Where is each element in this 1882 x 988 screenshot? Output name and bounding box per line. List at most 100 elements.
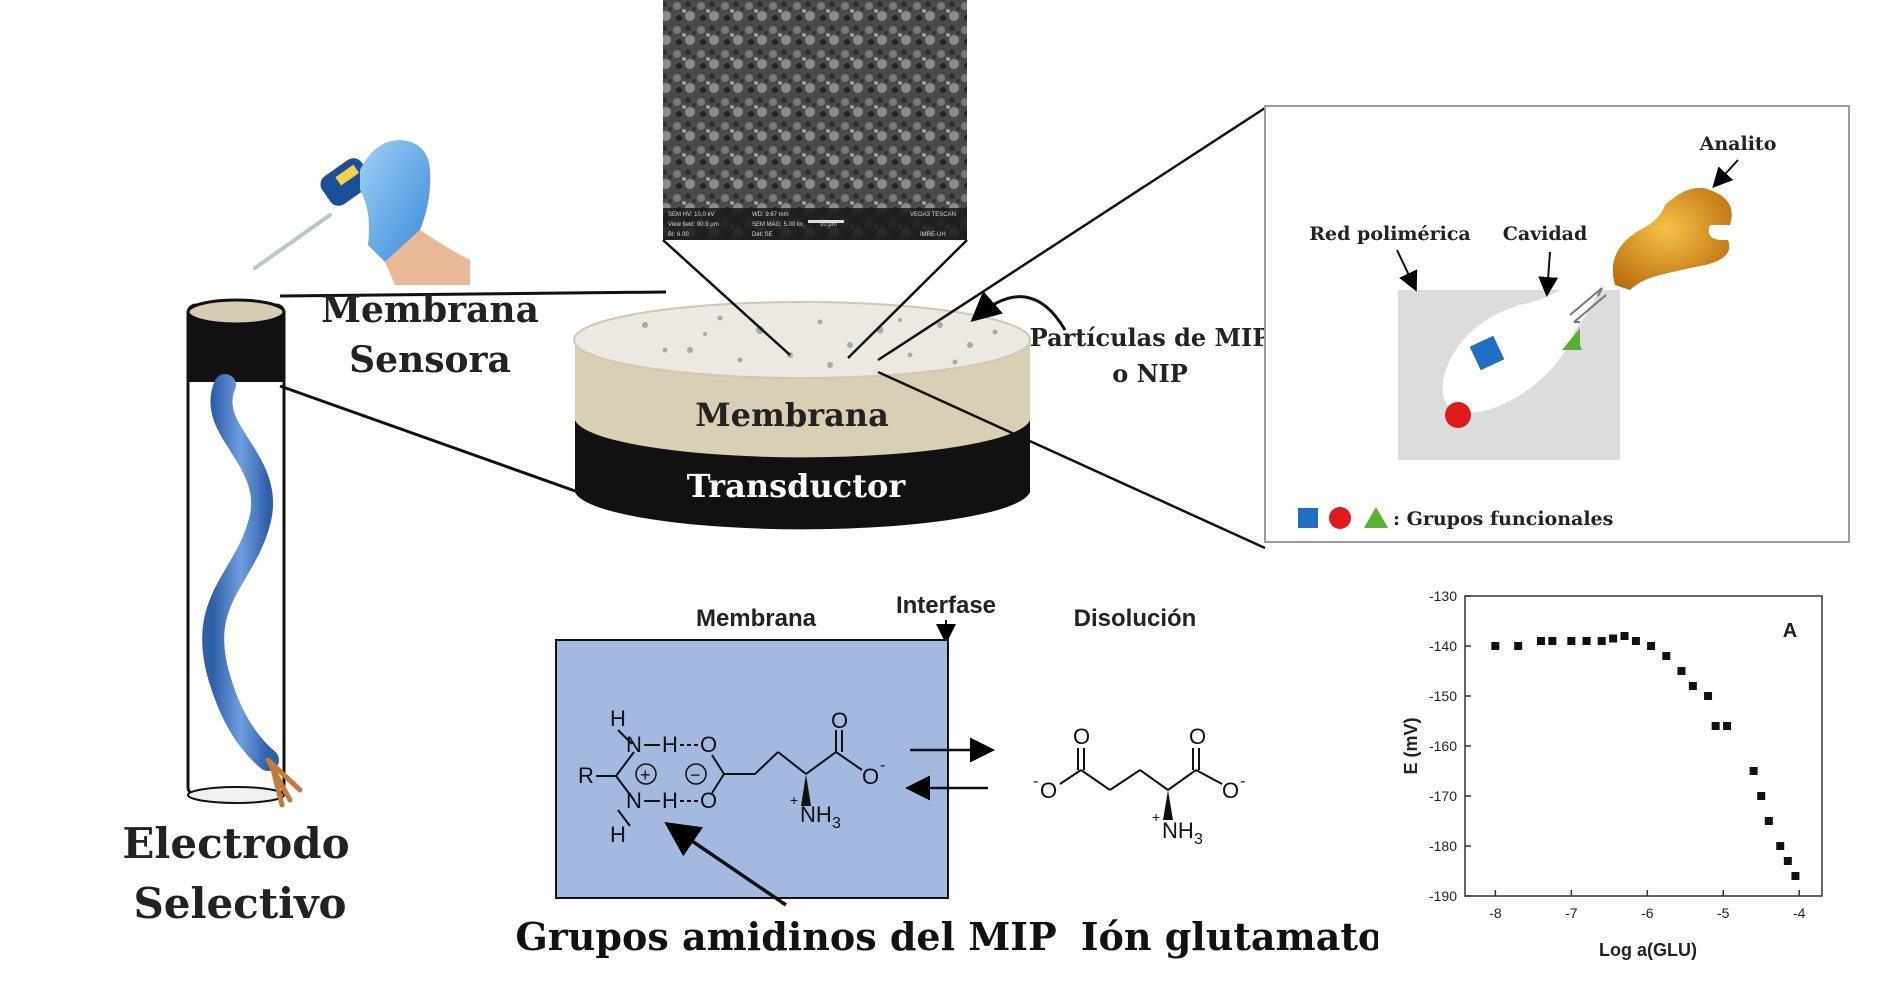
data-point [1783, 857, 1792, 865]
glu-plus: + [1152, 809, 1160, 825]
data-point [1582, 637, 1591, 645]
chem-O-carbonyl: O [831, 708, 848, 733]
equilibrium-arrows [1569, 287, 1607, 323]
interface-interphase-label: Interfase [896, 592, 996, 619]
glu-O-left-minus: O [1040, 778, 1057, 803]
chem-H-top: H [610, 706, 626, 731]
chart-ylabel: E (mV) [1401, 717, 1421, 774]
chem-H-mid-bottom: H [662, 788, 678, 813]
interface-solution-label: Disolución [1074, 605, 1197, 632]
interface-membrane-label: Membrana [696, 605, 817, 632]
y-tick-label: -160 [1429, 738, 1457, 754]
chem-NH3-plus: + [790, 792, 798, 808]
legend-square-icon [1298, 508, 1318, 528]
functional-group-square [1469, 335, 1505, 371]
disk-transducer-label: Transductor [687, 467, 907, 505]
sem-info-1b: WD: 9.67 mm [752, 212, 789, 218]
data-point [1631, 637, 1640, 645]
membrane-sensor-line1: Membrana [321, 289, 539, 331]
data-point [1536, 637, 1545, 645]
chart-xlabel: Log a(GLU) [1599, 940, 1697, 960]
data-point [1764, 817, 1773, 825]
sem-info-3a: BI: 6.00 [668, 232, 689, 238]
chem-O-top: O [700, 732, 717, 757]
membrane-box [555, 639, 949, 899]
calibration-chart: -130-140-150-160-170-180-190-8-7-6-5-4 A… [1378, 550, 1882, 988]
electrode-label-line1: Electrodo [122, 819, 349, 868]
sem-info-3b: Det: SE [752, 232, 773, 238]
sem-info-2c: 10 µm [820, 222, 837, 228]
sem-info-1c: VEGA3 TESCAN [910, 212, 956, 218]
legend-circle-icon [1329, 507, 1351, 529]
data-point [1597, 637, 1606, 645]
data-point [1791, 872, 1800, 880]
x-tick-label: -8 [1489, 905, 1502, 921]
data-point [1620, 632, 1629, 640]
cable-icon [202, 374, 279, 771]
data-point [1548, 637, 1557, 645]
chem-R: R [578, 763, 594, 788]
particles-label-line1: Partículas de MIP [1030, 323, 1271, 352]
y-tick-label: -180 [1429, 838, 1457, 854]
chem-superminus: - [880, 757, 885, 774]
glu-O-right-top: O [1189, 724, 1206, 749]
functional-group-triangle [1562, 328, 1582, 350]
sem-info-1a: SEM HV: 10.0 kV [668, 212, 714, 218]
sem-info-3c: IMRE-UH [920, 232, 946, 238]
pipette-icon [253, 140, 470, 285]
cavity-label: Cavidad [1503, 223, 1588, 245]
data-point [1757, 792, 1766, 800]
chem-O-bottom: O [700, 788, 717, 813]
x-tick-label: -6 [1641, 905, 1654, 921]
sem-info-2a: View field: 90.9 µm [668, 222, 719, 228]
chem-NH3: NH [800, 802, 832, 827]
chem-plus: + [640, 765, 651, 785]
data-point [1491, 642, 1500, 650]
data-point [1567, 637, 1576, 645]
analyte-label: Analito [1699, 133, 1777, 155]
chem-H-bottom: H [610, 822, 626, 847]
membrane-sensor-line2: Sensora [349, 339, 511, 381]
x-tick-label: -4 [1793, 905, 1806, 921]
x-tick-label: -5 [1717, 905, 1730, 921]
data-point [1688, 682, 1697, 690]
y-tick-label: -170 [1429, 788, 1457, 804]
data-point [1711, 722, 1720, 730]
functional-groups-label: : Grupos funcionales [1393, 508, 1613, 530]
y-tick-label: -130 [1429, 588, 1457, 604]
data-point [1749, 767, 1758, 775]
analyte-icon [1612, 187, 1732, 290]
data-point [1514, 642, 1523, 650]
chart-ticks: -130-140-150-160-170-180-190-8-7-6-5-4 [1429, 588, 1806, 921]
data-point [1647, 642, 1656, 650]
data-point [1776, 842, 1785, 850]
disk-membrane-label: Membrana [695, 396, 889, 434]
chem-H-mid-top: H [662, 732, 678, 757]
y-tick-label: -150 [1429, 688, 1457, 704]
data-point [1662, 652, 1671, 660]
electrode-tube [186, 298, 303, 808]
chem-NH3-sub: 3 [832, 815, 841, 832]
glu-minus-right: - [1240, 773, 1245, 790]
chem-O-minus: O [862, 764, 879, 789]
functional-group-circle [1445, 402, 1471, 428]
data-point [1677, 667, 1686, 675]
sem-image: SEM HV: 10.0 kV WD: 9.67 mm VEGA3 TESCAN… [663, 0, 967, 240]
chart-panel-label: A [1783, 620, 1797, 642]
particles-label-line2: o NIP [1112, 359, 1188, 388]
sensor-disk: Membrana Transductor [573, 301, 1031, 530]
chart-points [1491, 632, 1800, 880]
data-point [1704, 692, 1713, 700]
x-tick-label: -7 [1565, 905, 1578, 921]
mip-panel: Analito Red polimérica Cavidad : Grupos … [1264, 105, 1850, 543]
glutamate-label: Ión glutamato [1081, 914, 1384, 959]
data-point [1723, 722, 1732, 730]
glu-NH3: NH [1162, 818, 1194, 843]
y-tick-label: -190 [1429, 888, 1457, 904]
glu-NH3-sub: 3 [1194, 831, 1203, 848]
legend-triangle-icon [1364, 507, 1388, 528]
sem-info-2b: SEM MAG: 5.00 kx [752, 222, 803, 228]
glu-O-left-top: O [1073, 724, 1090, 749]
chem-N-bottom: N [626, 788, 642, 813]
polymer-network-label: Red polimérica [1309, 223, 1470, 245]
